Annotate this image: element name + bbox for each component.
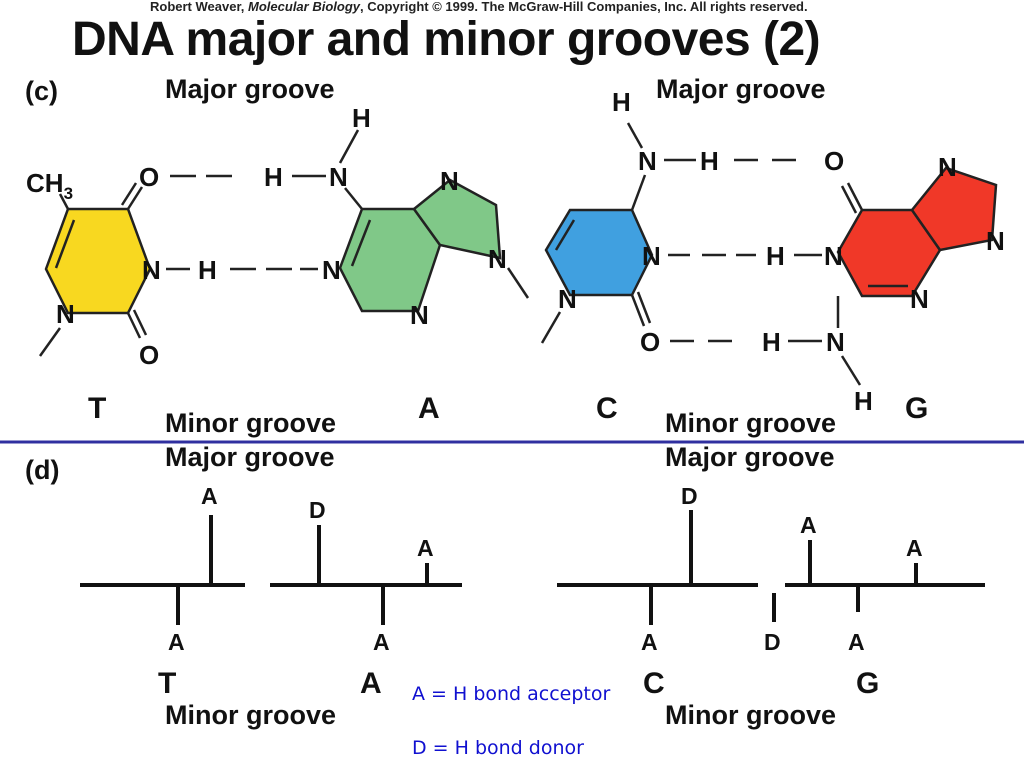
cytosine-n1: N [558, 284, 577, 314]
cytosine-sugar-bond [540, 311, 562, 344]
credit-book: Molecular Biology [248, 0, 360, 14]
cytosine-amino-bond [630, 174, 647, 211]
cytosine-n3: N [642, 241, 661, 271]
t-minor-acceptor: A [168, 629, 185, 655]
adenine-inner-bond [350, 219, 372, 267]
g-minor-donor: D [764, 629, 781, 655]
adenine-n3: N [410, 300, 429, 330]
a-major-acceptor: A [417, 535, 434, 561]
guanine-c-o-bond-2 [840, 185, 858, 214]
panel-d-base-t: T [158, 667, 177, 700]
legend-acceptor: A = H bond acceptor [412, 683, 611, 705]
thymine-n3: N [142, 255, 161, 285]
panel-d-minor-groove-left: Minor groove [165, 700, 337, 730]
thymine-c-o-bond-2 [120, 182, 138, 206]
adenine-n-h-bond [338, 129, 360, 164]
cytosine-n-h-bond [626, 122, 644, 149]
cytosine-h-amino-top: H [612, 87, 631, 117]
legend-donor: D = H bond donor [412, 737, 584, 759]
cytosine-o: O [640, 327, 660, 357]
guanine-n7: N [938, 152, 957, 182]
guanine-h-n1: H [766, 241, 785, 271]
guanine-h-amino-bottom: H [854, 386, 873, 416]
thymine-n1: N [56, 299, 75, 329]
panel-d-base-g: G [856, 667, 880, 700]
panel-c-label: (c) [25, 76, 58, 106]
panel-d-label: (d) [25, 455, 60, 485]
thymine-c-o-bond [126, 186, 144, 210]
thymine-lower-c-o [126, 312, 142, 339]
panel-c-major-groove-right: Major groove [656, 74, 826, 104]
adenine-n7: N [440, 166, 459, 196]
panel-c-minor-groove-right: Minor groove [665, 408, 837, 438]
panel-d-base-c: C [643, 667, 665, 700]
thymine-lower-c-o-2 [132, 309, 148, 336]
adenine-amino-bond [344, 187, 363, 210]
cytosine-c-o-bond-2 [636, 291, 652, 324]
credit-rest: , Copyright © 1999. The McGraw-Hill Comp… [360, 0, 808, 14]
thymine-h-mid: H [198, 255, 217, 285]
g-major-acceptor-right: A [906, 535, 923, 561]
c-minor-acceptor: A [641, 629, 658, 655]
credit-author: Robert Weaver, [150, 0, 249, 14]
panel-c-base-t: T [88, 392, 107, 425]
thymine-o-bottom: O [139, 340, 159, 370]
thymine-o-top: O [139, 162, 159, 192]
panel-d-base-a: A [360, 667, 382, 700]
guanine-n3: N [910, 284, 929, 314]
adenine-n1: N [322, 255, 341, 285]
thymine-double-bond [54, 219, 76, 269]
guanine-h-amino: H [762, 327, 781, 357]
guanine-c-o-bond [846, 182, 864, 211]
a-minor-acceptor: A [373, 629, 390, 655]
t-major-acceptor: A [201, 483, 218, 509]
panel-c-base-g: G [905, 392, 929, 425]
adenine-h-amino-top: H [352, 103, 371, 133]
page-title: DNA major and minor grooves (2) [72, 13, 821, 66]
guanine-n-amino: N [826, 327, 845, 357]
adenine-sugar-bond [506, 267, 530, 299]
cytosine-h-amino: H [700, 146, 719, 176]
thymine-methyl-bond [58, 193, 70, 210]
cytosine-n-amino: N [638, 146, 657, 176]
panel-d-minor-groove-right: Minor groove [665, 700, 837, 730]
guanine-five-ring [910, 166, 998, 252]
guanine-n1: N [824, 241, 843, 271]
adenine-five-ring [412, 178, 502, 260]
guanine-n-h-bond [840, 355, 862, 386]
panel-c-base-c: C [596, 392, 618, 425]
g-major-acceptor-left: A [800, 512, 817, 538]
adenine-n9: N [488, 244, 507, 274]
panel-c-major-groove-left: Major groove [165, 74, 335, 104]
adenine-h-amino: H [264, 162, 283, 192]
thymine-sugar-bond [38, 327, 62, 357]
guanine-o: O [824, 146, 844, 176]
cytosine-ring [544, 208, 654, 297]
panel-c-base-a: A [418, 392, 440, 425]
g-minor-acceptor: A [848, 629, 865, 655]
guanine-n9: N [986, 226, 1005, 256]
adenine-n-amino: N [329, 162, 348, 192]
c-major-donor: D [681, 483, 698, 509]
cytosine-inner-bond [554, 219, 576, 251]
panel-d-major-groove-left: Major groove [165, 442, 335, 472]
cytosine-c-o-bond [630, 294, 646, 327]
panel-c-minor-groove-left: Minor groove [165, 408, 337, 438]
panel-d-major-groove-right: Major groove [665, 442, 835, 472]
a-major-donor: D [309, 497, 326, 523]
copyright-credit: Robert Weaver, Molecular Biology, Copyri… [150, 0, 808, 14]
thymine-ring [44, 207, 152, 315]
thymine-ch3-label: CH3 [26, 168, 73, 203]
